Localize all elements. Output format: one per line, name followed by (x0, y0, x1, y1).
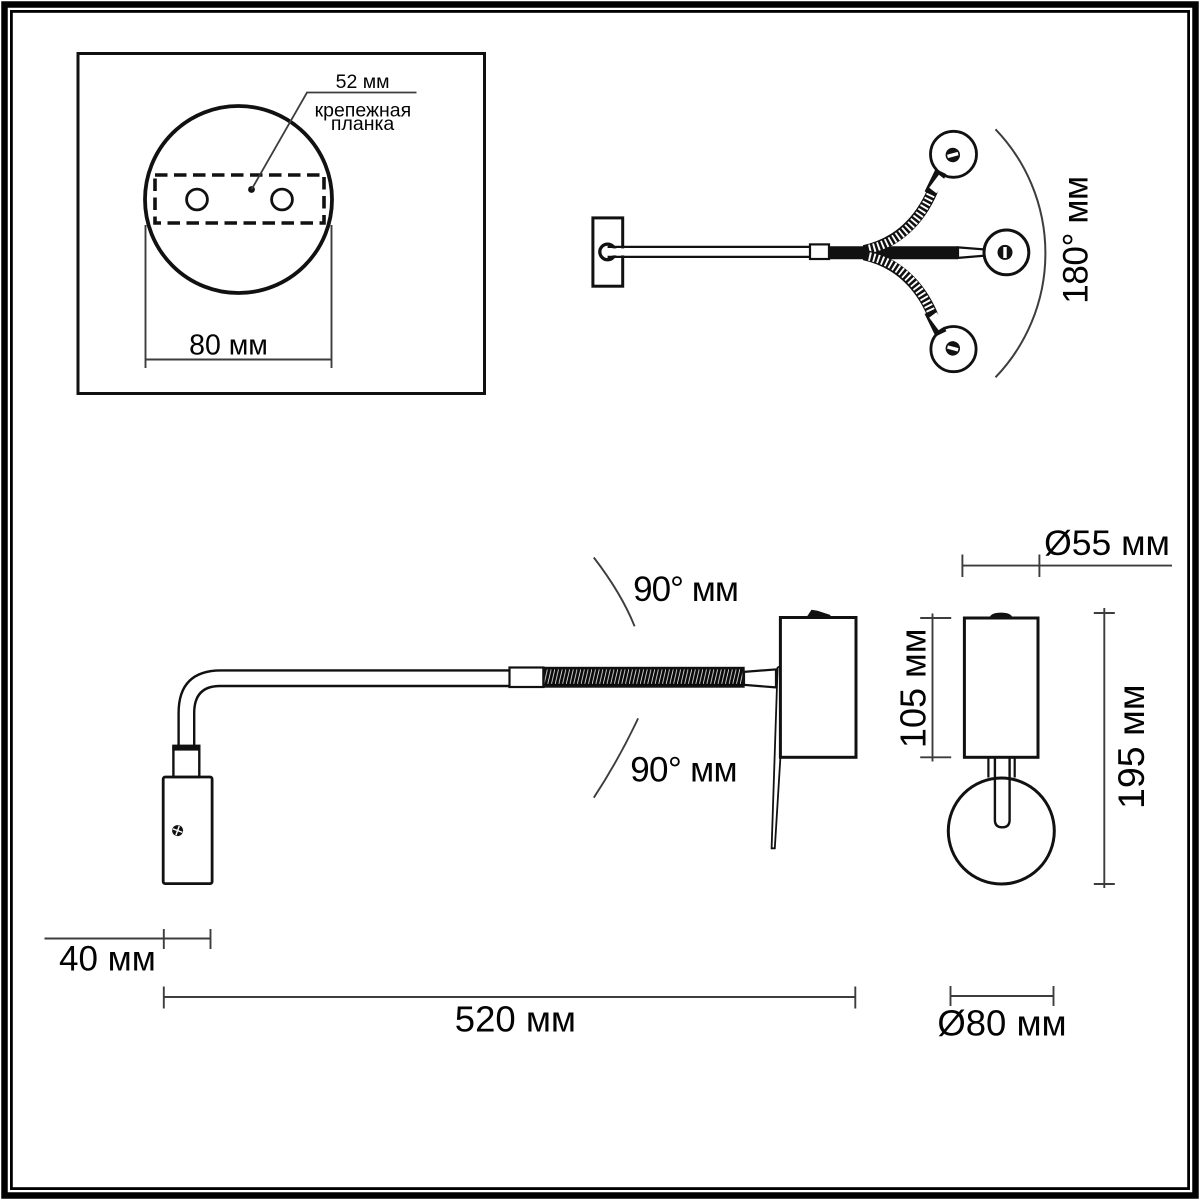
svg-text:Ø55 мм: Ø55 мм (1044, 523, 1170, 563)
svg-text:52 мм: 52 мм (336, 71, 390, 93)
svg-text:90° мм: 90° мм (630, 751, 737, 790)
svg-text:520 мм: 520 мм (455, 998, 576, 1039)
svg-text:180° мм: 180° мм (1057, 176, 1096, 303)
svg-text:40 мм: 40 мм (59, 939, 156, 978)
svg-text:195 мм: 195 мм (1110, 684, 1152, 809)
svg-text:Ø80 мм: Ø80 мм (937, 1003, 1066, 1044)
svg-text:80 мм: 80 мм (189, 329, 268, 361)
svg-text:планка: планка (331, 113, 395, 135)
svg-text:105 мм: 105 мм (893, 629, 934, 749)
svg-text:крепежная: крепежная (315, 100, 412, 122)
svg-text:90° мм: 90° мм (633, 570, 738, 609)
